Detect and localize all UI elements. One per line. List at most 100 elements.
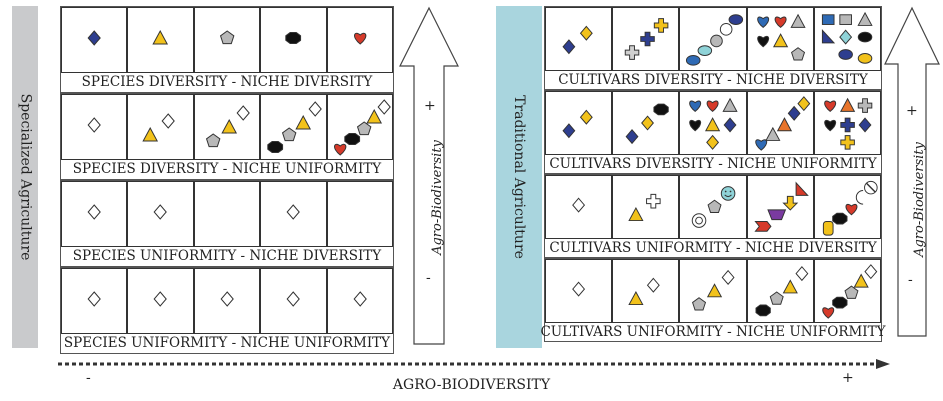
ellipse-icon: [697, 45, 713, 56]
down-arrow-icon: [781, 195, 798, 211]
left-arrow-label: Agro-Biodiversity: [429, 140, 445, 255]
triangle-icon: [705, 117, 721, 132]
diamond-icon: [787, 105, 801, 121]
diamond-icon: [839, 29, 852, 45]
octagon-icon: [285, 31, 302, 45]
right-arrow-plus: +: [906, 103, 918, 119]
specialized-cell-symbols: [285, 31, 302, 45]
traditional-row-label: CULTIVARS UNIFORMITY - NICHE DIVERSITY: [549, 239, 877, 256]
specialized-cell-symbols: [328, 182, 392, 246]
heart-icon: [353, 32, 366, 45]
octagon-icon: [755, 304, 771, 317]
specialized-cell-symbols: [195, 182, 259, 246]
triangle-icon: [764, 126, 781, 141]
triangle-icon: [628, 290, 644, 306]
specialized-cell: [326, 7, 393, 73]
traditional-cell-symbols: [756, 13, 806, 61]
specialized-cell-symbols: [87, 291, 101, 307]
heart-icon: [754, 139, 767, 151]
triangle-icon: [628, 206, 644, 222]
heart-icon: [707, 100, 719, 112]
triangle-icon: [772, 33, 788, 48]
bottom-axis-minus: -: [86, 370, 91, 386]
traditional-cell: [813, 259, 881, 323]
specialized-cell: [326, 94, 393, 160]
specialized-row-label: SPECIES DIVERSITY - NICHE UNIFORMITY: [72, 160, 382, 177]
right-arrow-minus: -: [908, 272, 913, 288]
bottom-axis-plus: +: [842, 370, 854, 386]
specialized-cell-symbols: [219, 30, 235, 45]
specialized-cell-symbols: [333, 99, 391, 156]
specialized-cell: [127, 94, 194, 160]
diamond-icon: [723, 117, 737, 133]
diamond-icon: [153, 291, 168, 307]
traditional-cell: [746, 259, 814, 323]
traditional-cell: [679, 175, 747, 239]
traditional-cell: [612, 259, 680, 323]
diamond-icon: [161, 113, 176, 129]
traditional-cell: [612, 175, 680, 239]
triangle-icon: [776, 117, 792, 132]
traditional-cell-symbols: [754, 96, 810, 151]
traditional-cell: [746, 7, 814, 71]
specialized-cell: [193, 94, 261, 160]
traditional-cell-symbols: [822, 264, 878, 319]
diamond-icon: [572, 197, 586, 213]
diamond-icon: [647, 277, 660, 293]
traditional-cell-symbols: [689, 97, 739, 150]
traditional-cell: [679, 91, 747, 155]
traditional-cell-symbols: [692, 186, 736, 228]
specialized-row-panel: SPECIES UNIFORMITY - NICHE DIVERSITY: [60, 180, 394, 267]
specialized-cell: [193, 268, 261, 334]
specialized-cell-symbols: [153, 291, 168, 307]
traditional-cell: [545, 91, 613, 155]
circle-icon: [720, 23, 733, 36]
chevron-icon: [753, 221, 772, 232]
traditional-row-label: CULTIVARS DIVERSITY - NICHE DIVERSITY: [558, 71, 868, 88]
specialized-row-panel: SPECIES DIVERSITY - NICHE DIVERSITY: [60, 6, 394, 93]
cross-icon: [624, 45, 640, 60]
diamond-icon: [722, 269, 735, 285]
pentagon-icon: [769, 291, 784, 305]
diamond-icon: [579, 109, 593, 125]
diamond-icon: [562, 123, 576, 139]
diamond-icon: [864, 264, 878, 280]
traditional-cell: [545, 259, 613, 323]
triangle-icon: [857, 11, 873, 26]
diamond-icon: [858, 117, 872, 133]
trapezoid-icon: [766, 209, 786, 221]
octagon-icon: [653, 103, 669, 116]
specialized-cell: [61, 181, 128, 247]
octagon-icon: [267, 140, 284, 154]
traditional-cell: [679, 7, 747, 71]
pentagon-icon: [205, 133, 221, 148]
diamond-icon: [796, 96, 810, 112]
pentagon-icon: [219, 30, 235, 45]
specialized-cell: [260, 7, 327, 73]
triangle-icon: [221, 118, 237, 134]
traditional-cell-symbols: [562, 109, 593, 139]
traditional-cell: [813, 7, 881, 71]
no-entry-icon: [863, 180, 878, 195]
traditional-cell-symbols: [692, 269, 735, 311]
ellipse-icon: [686, 54, 701, 66]
specialized-cell-symbols: [286, 204, 301, 220]
traditional-cell-symbols: [572, 197, 586, 213]
specialized-cell: [326, 268, 393, 334]
traditional-cell-symbols: [821, 11, 873, 64]
traditional-cell-symbols: [625, 103, 669, 145]
traditional-cell-symbols: [822, 180, 878, 236]
traditional-cell: [746, 175, 814, 239]
right-arrow-label: Agro-Biodiversity: [911, 142, 927, 257]
triangle-icon: [152, 29, 169, 45]
traditional-cell: [746, 91, 814, 155]
right-triangle-icon: [795, 181, 809, 196]
specialized-cell-symbols: [353, 291, 367, 307]
specialized-row-label: SPECIES DIVERSITY - NICHE DIVERSITY: [81, 73, 373, 90]
diamond-icon: [795, 266, 808, 282]
right-agro-arrow: [884, 6, 940, 337]
pentagon-icon: [790, 47, 805, 61]
left-arrow-plus: +: [424, 98, 436, 114]
traditional-agriculture-band: Traditional Agriculture: [496, 6, 542, 348]
diamond-icon: [572, 281, 586, 297]
